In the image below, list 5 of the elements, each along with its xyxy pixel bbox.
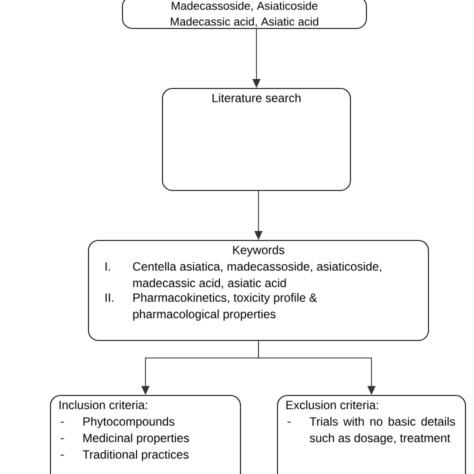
process-box: Madecassoside, Asiaticoside Madecassic acid, Asiatic acid [122,0,367,29]
criteria-box: Inclusion criteria: Phytocompounds Medicinal properties Traditional practices [50,395,241,474]
process-box: Literature search [162,88,351,191]
process-box: Keywords I. Centella asiatica, madecassoside, asiaticoside, madecassic acid, asiatic acid II. Pharmacokinetics, toxicity profile & pharmacological properties [88,240,429,341]
criteria-box: Exclusion criteria: Trials with no basic details such as dosage, treatment [277,395,466,474]
